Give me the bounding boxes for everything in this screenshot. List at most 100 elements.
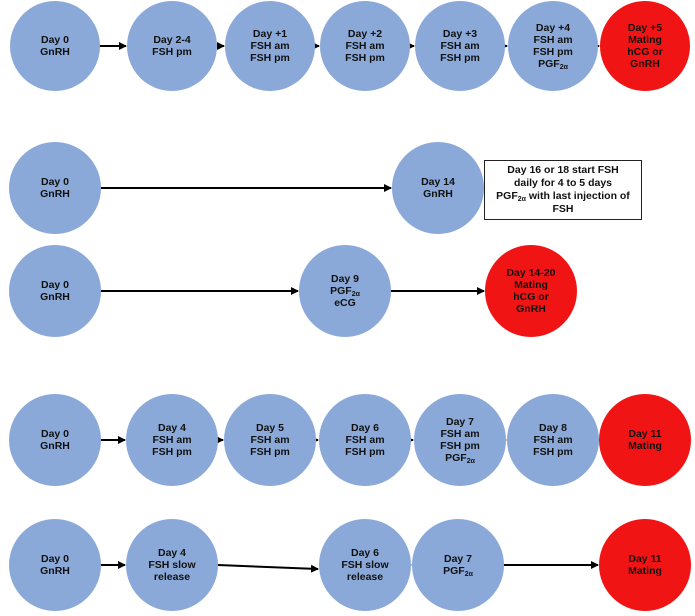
node-text-line: FSH pm: [440, 52, 480, 64]
node-text-line: release: [346, 571, 384, 583]
node-text-line: FSH am: [440, 40, 480, 52]
node-text-line: release: [153, 571, 191, 583]
node-text-line: GnRH: [40, 46, 70, 58]
node-text-line: FSH pm: [533, 46, 573, 58]
node-text-line: FSH pm: [533, 446, 573, 458]
node-text-line: GnRH: [40, 565, 70, 577]
node-text-line: Day 2-4: [153, 34, 191, 46]
node-text-line: Day +4: [535, 22, 571, 34]
node-text-line: PGF2α: [538, 58, 568, 71]
node-text-line: PGF2α with last injection of: [496, 190, 630, 203]
node-text-line: PGF2α: [443, 565, 473, 578]
subscript: 2α: [464, 571, 473, 578]
node-text-line: Day 11: [628, 428, 662, 440]
node-text-line: GnRH: [40, 440, 70, 452]
node-text-line: Day 0: [40, 34, 70, 46]
node-text-line: eCG: [334, 297, 356, 309]
node-text-line: daily for 4 to 5 days: [513, 177, 613, 189]
node-text-line: FSH pm: [152, 46, 192, 58]
node-text-line: FSH pm: [345, 52, 385, 64]
node-text-line: FSH am: [345, 434, 385, 446]
subscript: 2α: [351, 291, 360, 298]
node-text-line: Day 0: [40, 176, 70, 188]
node-text-line: FSH am: [345, 40, 385, 52]
node-text-line: FSH: [552, 203, 574, 215]
node-text-line: FSH pm: [345, 446, 385, 458]
node-text-line: Mating: [628, 440, 662, 452]
node-text-line: Day 4: [157, 422, 187, 434]
node-text-line: Day 9: [330, 273, 360, 285]
node-text-line: FSH am: [533, 34, 573, 46]
node-text-line: GnRH: [516, 303, 546, 315]
node-text-line: Day 4: [157, 547, 187, 559]
node-text-line: GnRH: [423, 188, 453, 200]
node-text-line: Day +5: [627, 22, 663, 34]
node-text-line: PGF2α: [445, 452, 475, 465]
node-text-line: Day 6: [350, 422, 380, 434]
node-text-line: Day +3: [442, 28, 478, 40]
node-text-line: Day 14: [421, 176, 455, 188]
node-text-line: FSH am: [440, 428, 480, 440]
node-text-line: Mating: [628, 34, 662, 46]
node-text-line: FSH am: [250, 40, 290, 52]
node-text-line: Day 6: [350, 547, 380, 559]
node-text-line: FSH am: [152, 434, 192, 446]
node-text-line: GnRH: [40, 188, 70, 200]
node-text-line: Day +1: [252, 28, 288, 40]
node-text-line: Day 5: [255, 422, 285, 434]
node-text-line: FSH pm: [440, 440, 480, 452]
node-text-line: FSH slow: [148, 559, 196, 571]
node-text-line: GnRH: [630, 58, 660, 70]
node-text-line: Day 7: [443, 553, 473, 565]
node-text-line: GnRH: [40, 291, 70, 303]
node-text-line: Day 7: [445, 416, 475, 428]
node-text-line: Day 0: [40, 279, 70, 291]
node-text-line: Day +2: [347, 28, 383, 40]
node-text-line: FSH pm: [250, 446, 290, 458]
node-text-line: PGF2α: [330, 285, 360, 298]
node-text-line: Mating: [514, 279, 548, 291]
node-text-line: FSH pm: [250, 52, 290, 64]
node-text-line: hCG or: [627, 46, 663, 58]
node-text-line: Mating: [628, 565, 662, 577]
subscript: 2α: [466, 458, 475, 465]
subscript: 2α: [517, 196, 526, 203]
node-text-line: FSH am: [533, 434, 573, 446]
node-text-line: FSH slow: [341, 559, 389, 571]
node-text-line: hCG or: [513, 291, 549, 303]
node-text-line: Day 0: [40, 553, 70, 565]
arrow: [217, 564, 319, 573]
node-text-line: FSH am: [250, 434, 290, 446]
node-text-line: Day 16 or 18 start FSH: [507, 164, 619, 176]
node-text-line: Day 11: [628, 553, 662, 565]
node-text-line: Day 0: [40, 428, 70, 440]
node-text-line: Day 14-20: [506, 267, 556, 279]
node-text-line: Day 8: [538, 422, 568, 434]
